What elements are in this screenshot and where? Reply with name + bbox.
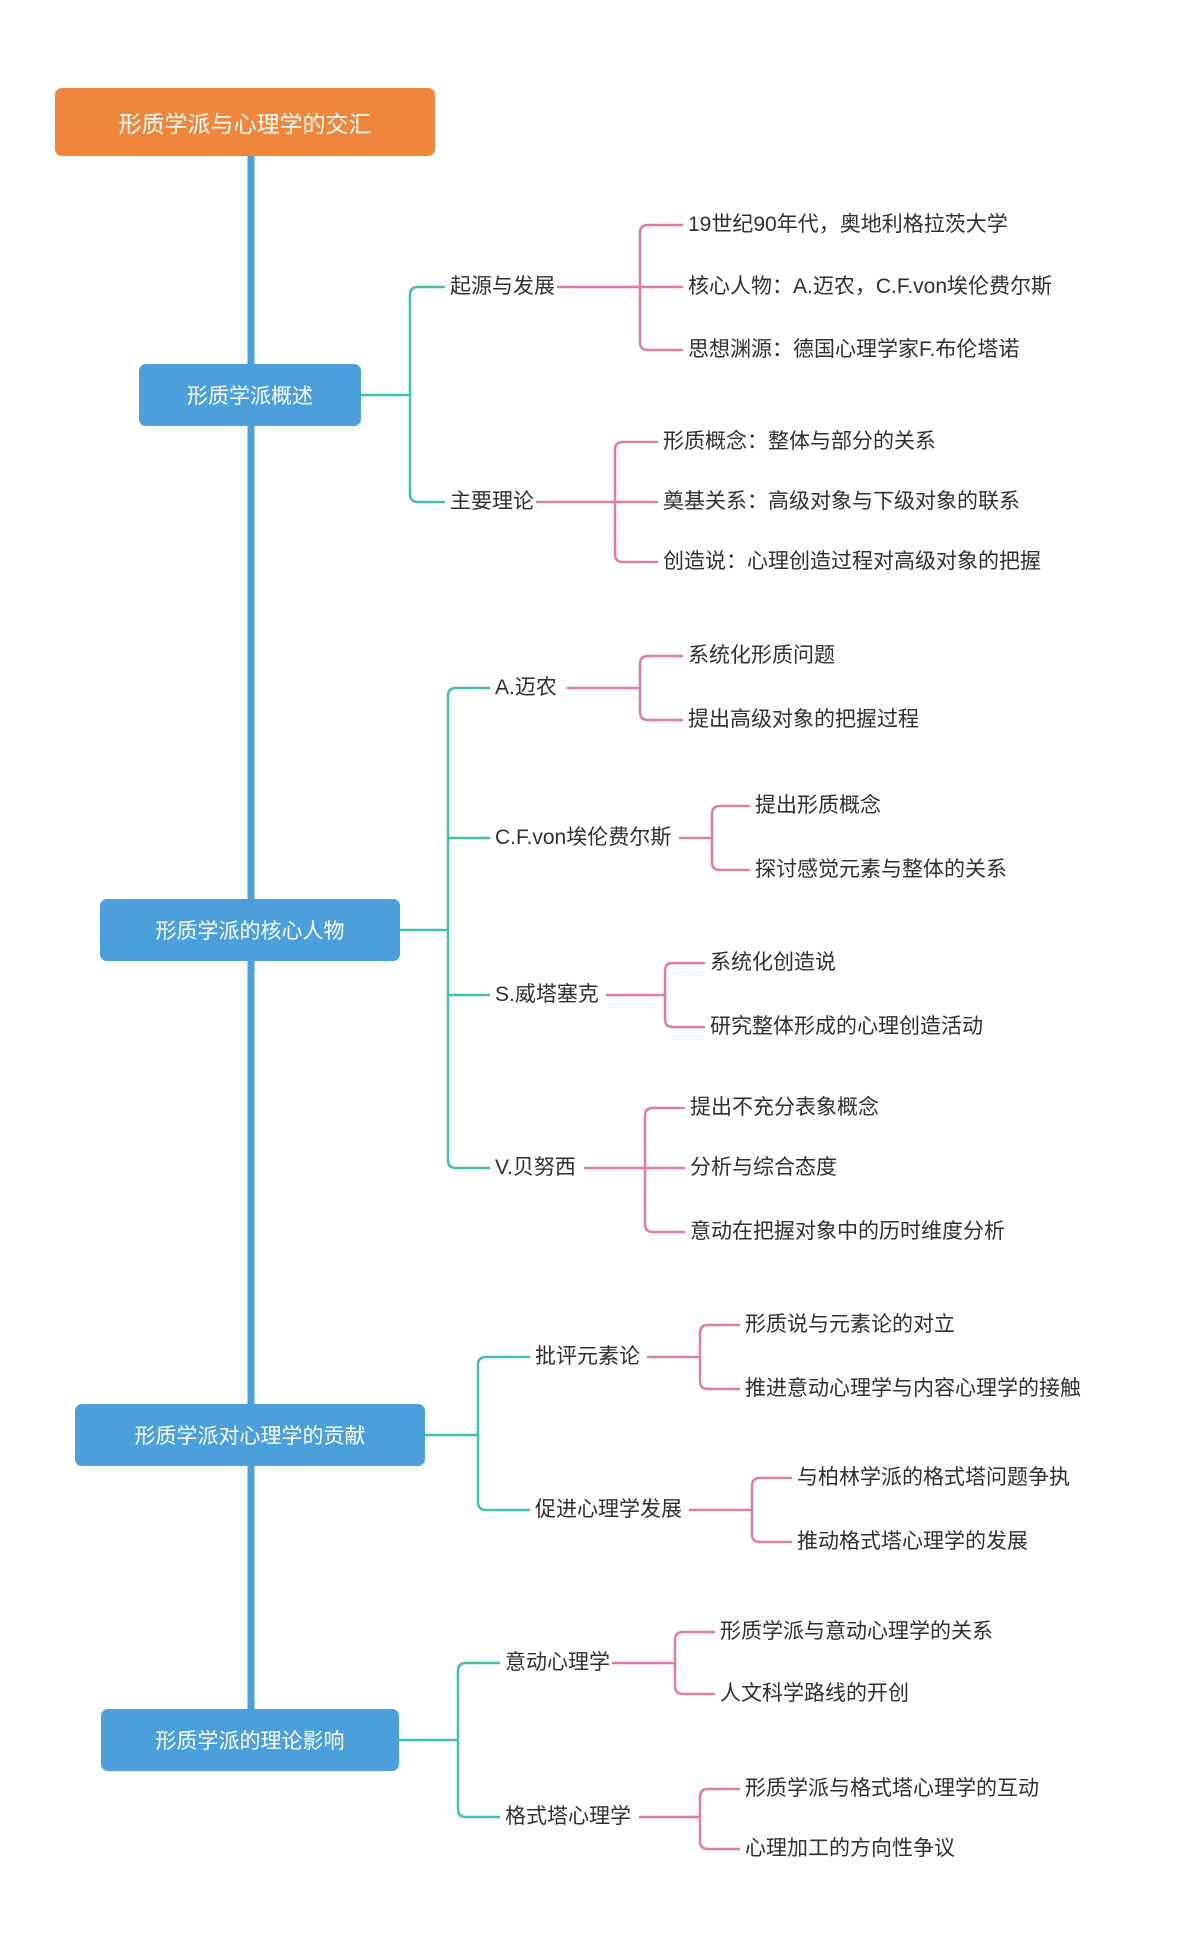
leaf-text[interactable]: 19世纪90年代，奥地利格拉茨大学 bbox=[688, 213, 1008, 236]
leaf-connector bbox=[638, 1787, 741, 1851]
leaf-text[interactable]: 推进意动心理学与内容心理学的接触 bbox=[745, 1377, 1081, 1400]
leaf-connector bbox=[688, 1476, 793, 1544]
root-node[interactable]: 形质学派与心理学的交汇 bbox=[55, 88, 435, 156]
branch-label[interactable]: 格式塔心理学 bbox=[505, 1805, 631, 1828]
branch-label[interactable]: 主要理论 bbox=[450, 490, 534, 513]
leaf-text[interactable]: 提出形质概念 bbox=[755, 794, 881, 817]
leaf-text[interactable]: 提出高级对象的把握过程 bbox=[688, 708, 919, 731]
leaf-text[interactable]: 人文科学路线的开创 bbox=[720, 1682, 909, 1705]
leaf-text[interactable]: 创造说：心理创造过程对高级对象的把握 bbox=[663, 550, 1041, 573]
branch-label[interactable]: C.F.von埃伦费尔斯 bbox=[495, 826, 672, 849]
leaf-text[interactable]: 与柏林学派的格式塔问题争执 bbox=[797, 1466, 1070, 1489]
branch-label[interactable]: 起源与发展 bbox=[450, 275, 555, 298]
branch-connector bbox=[397, 1661, 501, 1819]
leaf-text[interactable]: 分析与综合态度 bbox=[690, 1156, 837, 1179]
leaf-connector bbox=[605, 961, 706, 1029]
leaf-connector bbox=[646, 1323, 741, 1391]
leaf-text[interactable]: 探讨感觉元素与整体的关系 bbox=[755, 858, 1007, 881]
leaf-connector bbox=[556, 223, 684, 352]
branch-label[interactable]: 促进心理学发展 bbox=[535, 1498, 682, 1521]
leaf-text[interactable]: 系统化创造说 bbox=[710, 951, 836, 974]
leaf-text[interactable]: 形质说与元素论的对立 bbox=[745, 1313, 955, 1336]
branch-label[interactable]: 意动心理学 bbox=[505, 1651, 610, 1674]
leaf-text[interactable]: 奠基关系：高级对象与下级对象的联系 bbox=[663, 490, 1020, 513]
section-node-figures[interactable]: 形质学派的核心人物 bbox=[100, 899, 400, 961]
branch-connector bbox=[423, 1355, 531, 1512]
leaf-connector bbox=[583, 1106, 686, 1234]
leaf-text[interactable]: 形质学派与格式塔心理学的互动 bbox=[745, 1777, 1039, 1800]
branch-label[interactable]: A.迈农 bbox=[495, 676, 557, 699]
branch-label[interactable]: S.威塔塞克 bbox=[495, 983, 599, 1006]
leaf-text[interactable]: 系统化形质问题 bbox=[688, 644, 835, 667]
branch-connector bbox=[359, 285, 446, 504]
leaf-connector bbox=[535, 440, 659, 564]
leaf-text[interactable]: 提出不充分表象概念 bbox=[690, 1096, 879, 1119]
leaf-connector bbox=[611, 1630, 716, 1696]
leaf-text[interactable]: 心理加工的方向性争议 bbox=[745, 1837, 955, 1860]
section-node-overview[interactable]: 形质学派概述 bbox=[139, 364, 361, 426]
leaf-text[interactable]: 形质学派与意动心理学的关系 bbox=[720, 1620, 993, 1643]
branch-label[interactable]: V.贝努西 bbox=[495, 1156, 576, 1179]
leaf-connector bbox=[566, 654, 684, 722]
leaf-text[interactable]: 形质概念：整体与部分的关系 bbox=[663, 430, 936, 453]
branch-connector bbox=[398, 686, 491, 1170]
leaf-text[interactable]: 推动格式塔心理学的发展 bbox=[797, 1530, 1028, 1553]
leaf-text[interactable]: 意动在把握对象中的历时维度分析 bbox=[690, 1220, 1005, 1243]
section-node-contributions[interactable]: 形质学派对心理学的贡献 bbox=[75, 1404, 425, 1466]
leaf-connector bbox=[678, 804, 751, 872]
section-node-influence[interactable]: 形质学派的理论影响 bbox=[101, 1709, 399, 1771]
leaf-text[interactable]: 研究整体形成的心理创造活动 bbox=[710, 1015, 983, 1038]
leaf-text[interactable]: 思想渊源：德国心理学家F.布伦塔诺 bbox=[688, 338, 1020, 361]
branch-label[interactable]: 批评元素论 bbox=[535, 1345, 640, 1368]
leaf-text[interactable]: 核心人物：A.迈农，C.F.von埃伦费尔斯 bbox=[688, 275, 1053, 298]
